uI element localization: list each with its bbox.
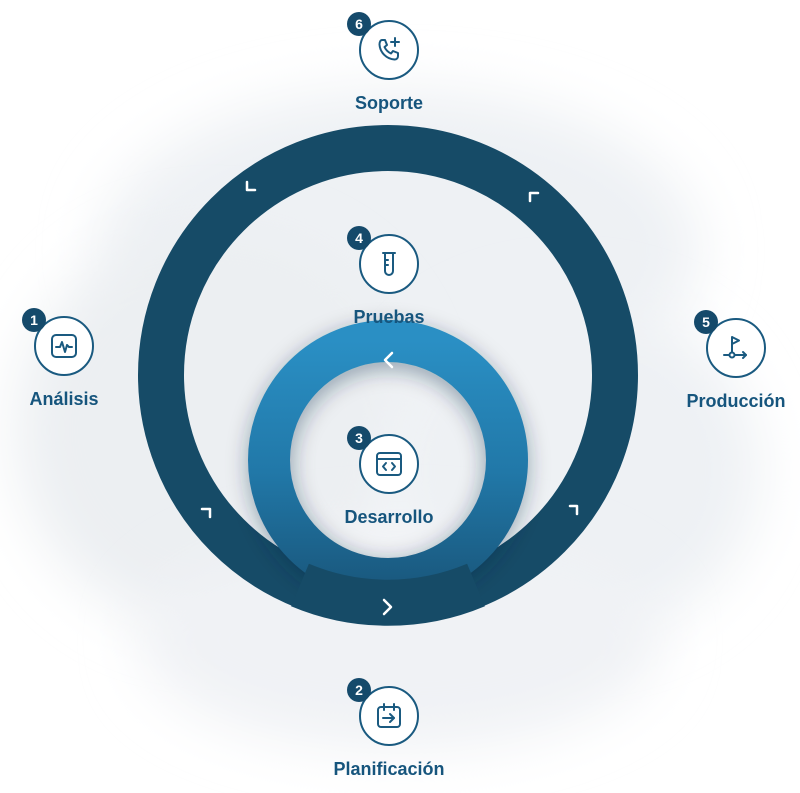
step-label: Soporte [354,93,423,113]
step-label: Planificación [333,759,445,779]
outer-chevron-top-right [528,191,540,203]
outer-chevron-top-left [245,180,257,192]
step-label: Desarrollo [344,507,434,527]
pulse-monitor-icon [51,334,77,358]
step-icon-circle [359,234,419,294]
code-window-icon [376,452,402,476]
outer-ring-overlap [291,563,485,626]
step-number-badge: 6 [347,12,371,36]
step-label: Producción [686,391,786,411]
phone-plus-icon [378,37,400,61]
inner-chevron-top [383,351,394,369]
outer-chevron-bottom-left [200,507,212,519]
step-number-badge: 2 [347,678,371,702]
outer-chevron-bottom-right [568,504,579,516]
step-number-badge: 5 [694,310,718,334]
inner-ring [248,320,528,600]
step-number-badge: 4 [347,226,371,250]
flag-route-icon [723,336,747,359]
step-number-badge: 3 [347,426,371,450]
calendar-arrow-icon [377,703,401,728]
step-icon-circle [359,434,419,494]
test-tube-icon [382,252,396,276]
step-label: Pruebas [353,307,425,327]
step-label: Análisis [29,389,99,409]
outer-chevron-bottom [382,598,393,616]
step-number-badge: 1 [22,308,46,332]
